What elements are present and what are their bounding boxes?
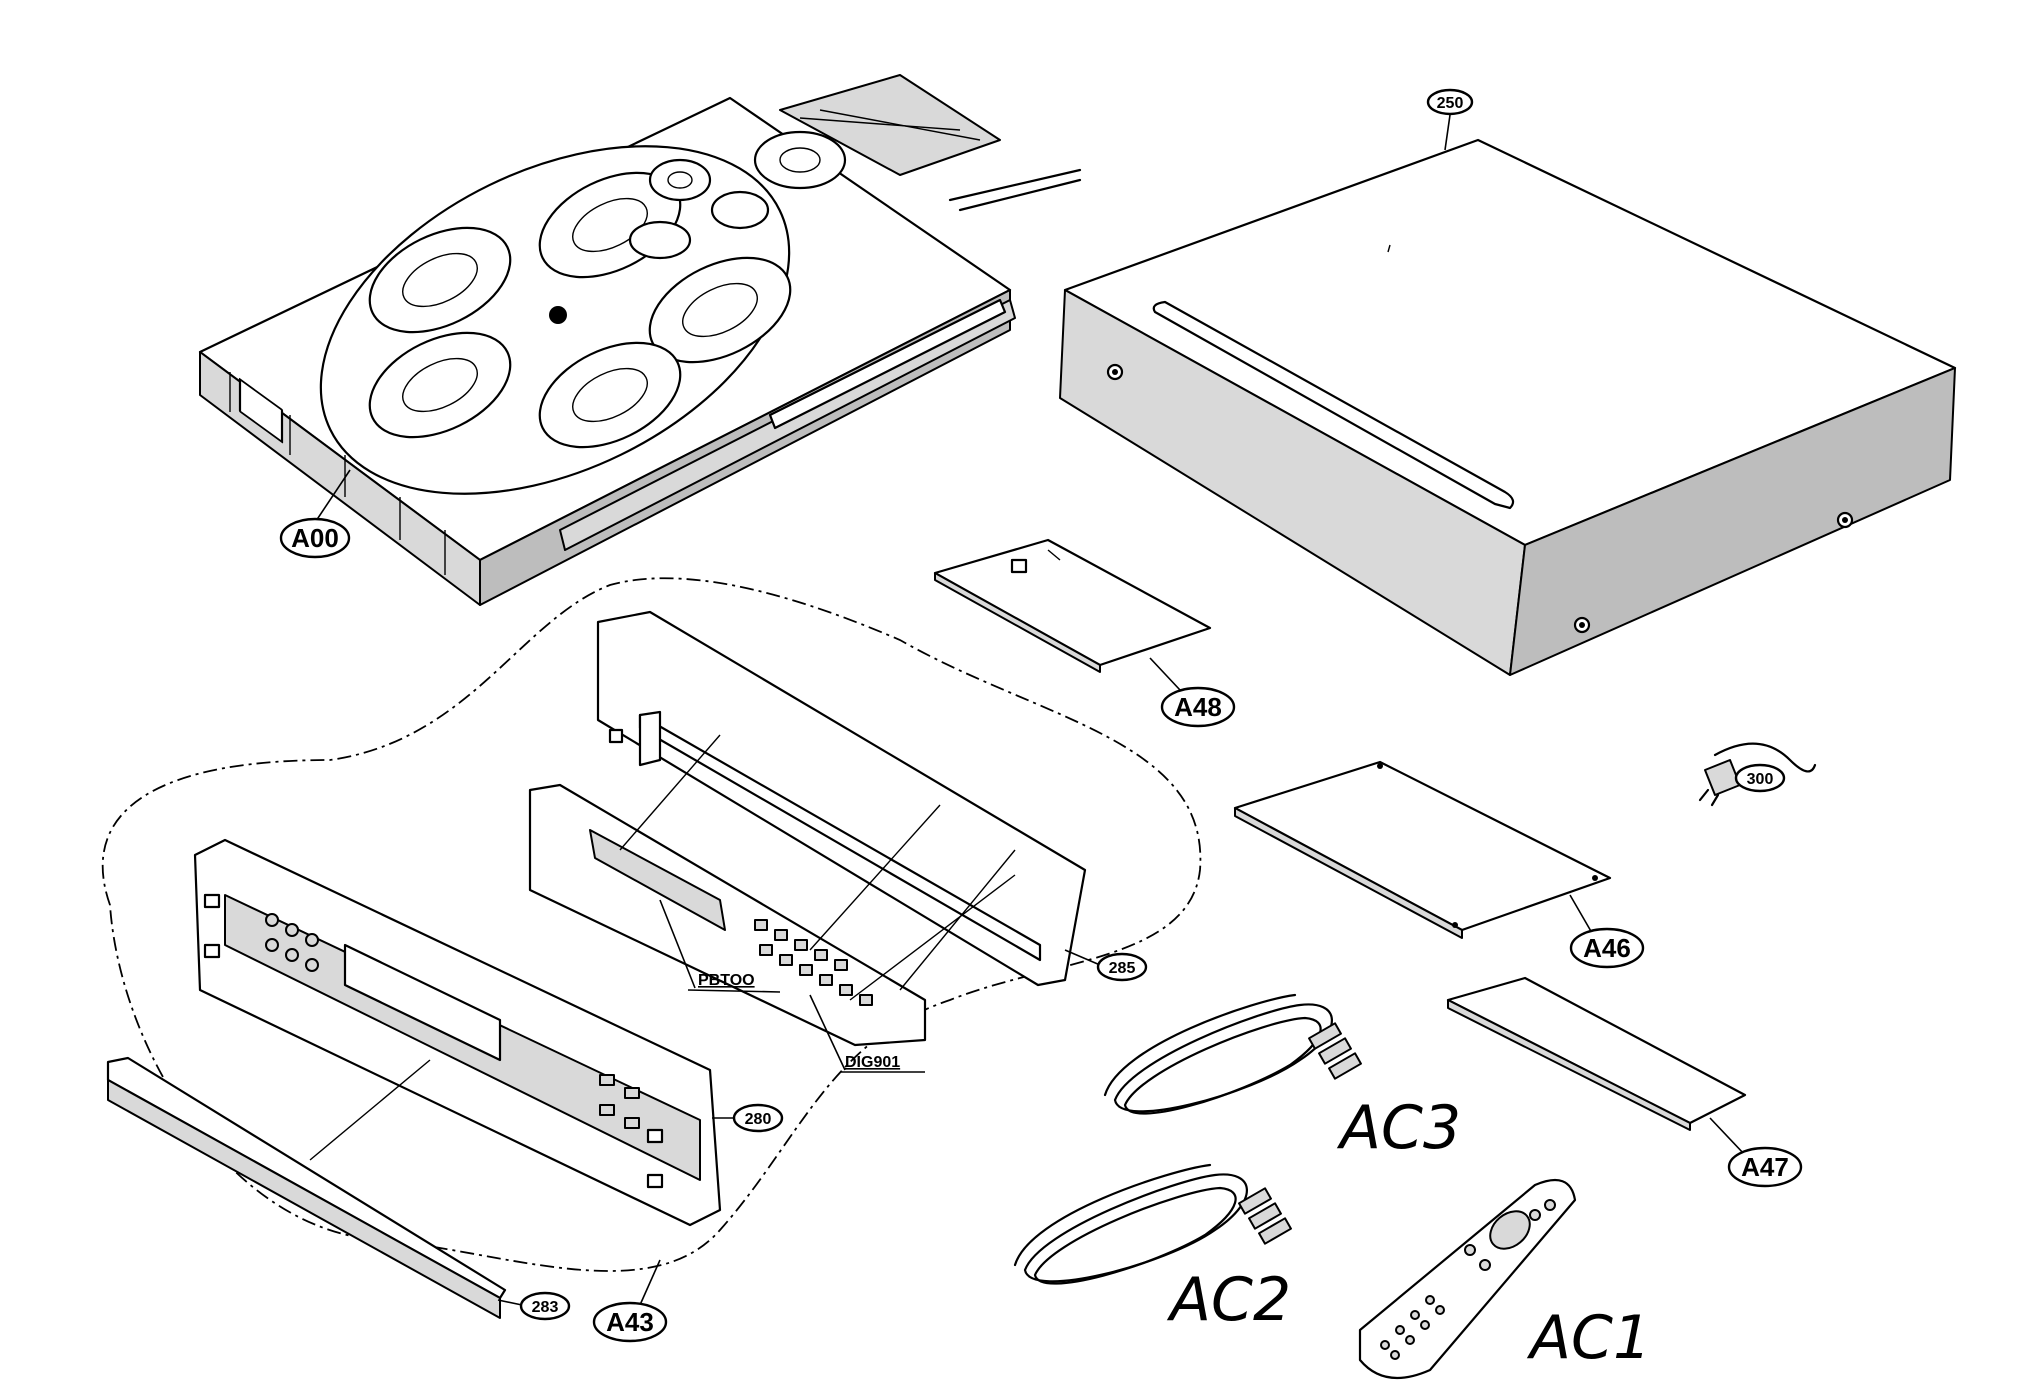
label-a47-text: A47 bbox=[1741, 1152, 1789, 1182]
label-250-text: 250 bbox=[1437, 95, 1464, 112]
label-dig901: DIG901 bbox=[845, 1054, 900, 1071]
label-a00: A00 bbox=[279, 517, 351, 559]
label-ac2: AC2 bbox=[1166, 1265, 1291, 1335]
label-300: 300 bbox=[1734, 763, 1786, 793]
label-250: 250 bbox=[1426, 88, 1474, 116]
label-300-text: 300 bbox=[1747, 771, 1774, 788]
label-a43: A43 bbox=[592, 1301, 668, 1343]
display-board-dig901: PBTOO DIG901 bbox=[528, 734, 1016, 1073]
label-pbt00: PBTOO bbox=[698, 972, 755, 989]
label-a46-text: A46 bbox=[1583, 933, 1631, 963]
ac3-plugs bbox=[1308, 1022, 1362, 1080]
remote-control-ac1: AC1 bbox=[1358, 1178, 1651, 1380]
label-a48: A48 bbox=[1160, 686, 1236, 728]
label-285: 285 bbox=[1096, 952, 1148, 982]
top-cover-250: 250 bbox=[1059, 88, 1957, 676]
label-280-text: 280 bbox=[745, 1111, 772, 1128]
drive-gears bbox=[628, 74, 1082, 260]
pcb-a46: A46 bbox=[1233, 760, 1645, 969]
label-ac3: AC3 bbox=[1336, 1093, 1461, 1163]
assembly-outline-a43 bbox=[101, 577, 1202, 1272]
label-a46: A46 bbox=[1569, 927, 1645, 969]
pcb-a48: A48 bbox=[933, 538, 1236, 728]
label-ac1: AC1 bbox=[1526, 1303, 1651, 1373]
front-slots bbox=[238, 378, 284, 444]
av-cable-ac2: AC2 bbox=[1013, 1163, 1292, 1335]
label-283-text: 283 bbox=[532, 1299, 559, 1316]
label-285-text: 285 bbox=[1109, 960, 1136, 977]
label-a00-text: A00 bbox=[291, 523, 339, 553]
label-283: 283 bbox=[519, 1291, 571, 1321]
remote-buttons bbox=[1380, 1199, 1556, 1360]
bar-283: 283 bbox=[106, 1056, 571, 1321]
label-a47: A47 bbox=[1727, 1146, 1803, 1188]
ac2-plugs bbox=[1238, 1187, 1292, 1245]
label-a48-text: A48 bbox=[1174, 692, 1222, 722]
board-buttons bbox=[754, 919, 873, 1006]
changer-mechanism-a00: A00 bbox=[198, 74, 1082, 606]
power-cord-300: 300 bbox=[1698, 742, 1817, 807]
pcb-a47: A47 bbox=[1446, 976, 1803, 1188]
front-panel-buttons bbox=[265, 913, 640, 1129]
front-panel-280: 280 bbox=[193, 838, 784, 1227]
label-a43-text: A43 bbox=[606, 1307, 654, 1337]
label-280: 280 bbox=[732, 1103, 784, 1133]
frame-285: 285 bbox=[596, 610, 1148, 987]
av-cable-ac3: AC3 bbox=[1103, 993, 1461, 1163]
